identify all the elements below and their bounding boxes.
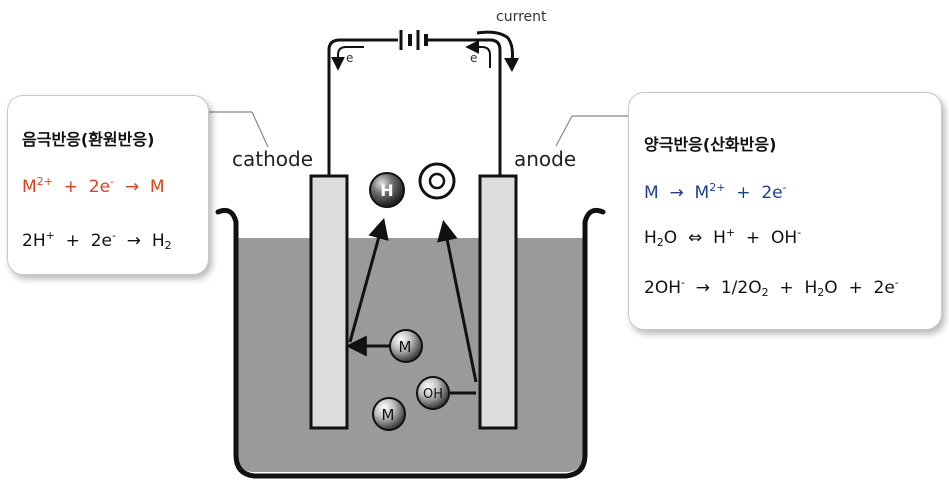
anode-panel-title: 양극반응(산화반응)	[644, 135, 777, 154]
cathode-reaction-1: M2+ + 2e- → M	[22, 175, 165, 197]
current-arrow	[476, 30, 514, 63]
cathode-label: cathode	[232, 147, 313, 171]
cathode-panel-title: 음극반응(환원반응)	[22, 130, 155, 149]
m-ion-2: M	[372, 397, 406, 431]
m-ion-1: M	[389, 329, 423, 363]
electron-arrow-left	[331, 46, 364, 71]
svg-text:M: M	[382, 406, 395, 424]
svg-text:OH: OH	[423, 387, 443, 402]
battery-icon	[399, 30, 428, 50]
electron-label-right: e	[470, 51, 477, 65]
anode-reaction-2: H2O ⇔ H+ + OH-	[644, 226, 802, 249]
electron-label-left: e	[346, 51, 353, 65]
anode-label: anode	[514, 147, 576, 171]
anode-electrode	[478, 174, 518, 430]
anode-reaction-panel: 양극반응(산화반응) M → M2+ + 2e- H2O ⇔ H+ + OH- …	[628, 92, 942, 330]
anode-reaction-3: 2OH- → 1/2O2 + H2O + 2e-	[644, 276, 899, 299]
wire	[327, 38, 502, 176]
svg-text:M: M	[399, 338, 412, 356]
beaker	[215, 207, 606, 479]
cathode-reaction-2: 2H+ + 2e- → H2	[22, 229, 172, 252]
anode-reaction-1: M → M2+ + 2e-	[644, 181, 787, 203]
cathode-electrode	[309, 174, 349, 430]
h-ion: H	[369, 172, 405, 208]
o-arrow	[437, 219, 478, 383]
oxygen-ion	[418, 162, 456, 200]
current-label: current	[496, 9, 547, 25]
oh-ion: OH	[416, 376, 450, 410]
cathode-reaction-panel: 음극반응(환원반응) M2+ + 2e- → M 2H+ + 2e- → H2	[7, 95, 209, 275]
h-arrow	[348, 217, 389, 343]
electron-arrow-right	[465, 40, 491, 68]
svg-text:H: H	[380, 181, 393, 200]
